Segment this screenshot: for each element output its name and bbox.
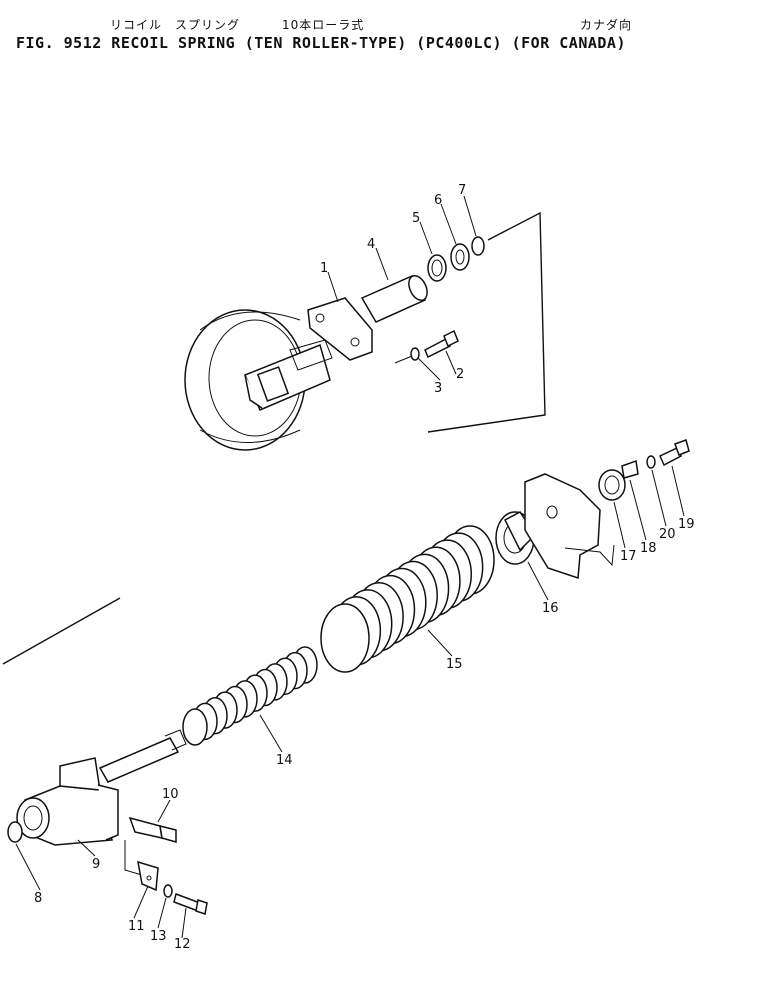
part-5-ring [427, 254, 447, 282]
callout-14: 14 [276, 753, 293, 768]
part-13-washer [163, 884, 173, 898]
callout-13: 13 [150, 929, 167, 944]
piston-rod [98, 729, 187, 783]
part-6-bearing [450, 243, 470, 271]
callout-12: 12 [174, 937, 191, 952]
figure-title: FIG. 9512 RECOIL SPRING (TEN ROLLER-TYPE… [16, 34, 626, 52]
part-14-inner-spring [182, 646, 318, 746]
callout-9: 9 [92, 857, 100, 872]
part-11-cover [137, 860, 159, 892]
callout-2: 2 [456, 367, 464, 382]
part-8-o-ring [7, 821, 23, 843]
frame-line [2, 597, 121, 665]
spring-15-coil [320, 603, 370, 673]
part-1-bracket [307, 297, 373, 361]
callout-17: 17 [620, 549, 637, 564]
title-jp-recoil-spring: リコイル スプリング [110, 18, 241, 32]
callout-16: 16 [542, 601, 559, 616]
part-2-bolt [424, 329, 459, 359]
callout-19: 19 [678, 517, 695, 532]
callout-1: 1 [320, 261, 328, 276]
title-jp-ten-roller: 10本ローラ式 [282, 18, 365, 32]
part-12-bolt [173, 893, 208, 915]
leader-line-cover [124, 840, 143, 876]
part-18-lock-plate [621, 459, 639, 479]
yoke-body [244, 339, 333, 411]
callout-leaders [15, 195, 685, 939]
part-20-washer [646, 455, 656, 469]
part-9-cylinder [16, 757, 119, 846]
leader-line-upper-left [394, 355, 413, 364]
upper-group-bracket-line [427, 211, 546, 433]
part-10-grease-valve [128, 816, 177, 843]
callout-5: 5 [412, 211, 420, 226]
part-17-nut [598, 469, 626, 501]
title-jp-for-canada: カナダ向 [580, 18, 633, 32]
callout-6: 6 [434, 193, 442, 208]
part-19-bolt [659, 439, 690, 467]
callout-11: 11 [128, 919, 145, 934]
callout-3: 3 [434, 381, 442, 396]
callout-20: 20 [659, 527, 676, 542]
callout-7: 7 [458, 183, 466, 198]
part-3-washer [410, 347, 420, 361]
callout-15: 15 [446, 657, 463, 672]
part-4-pin [360, 274, 428, 323]
mounting-plate [524, 473, 615, 580]
part-15-recoil-spring [320, 525, 495, 673]
callout-18: 18 [640, 541, 657, 556]
callout-10: 10 [162, 787, 179, 802]
spring-14-coil [182, 708, 208, 746]
callout-4: 4 [367, 237, 375, 252]
callout-8: 8 [34, 891, 42, 906]
part-7-snap-ring [471, 236, 485, 256]
